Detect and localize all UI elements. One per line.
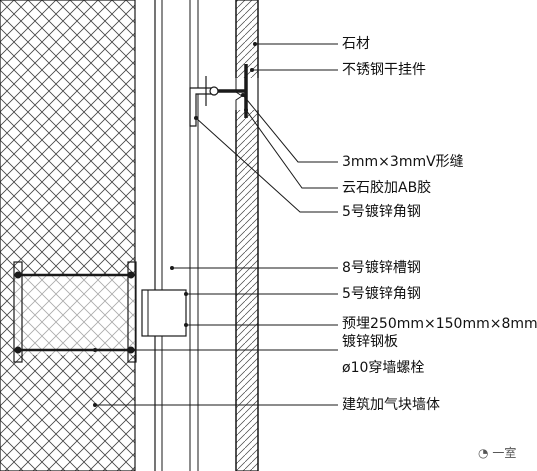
- label-through-bolt: ø10穿墙螺栓: [342, 360, 425, 376]
- label-glue: 云石胶加AB胶: [342, 180, 432, 196]
- label-angle-bottom: 5号镀锌角钢: [342, 286, 421, 302]
- watermark: ◔ 一室: [478, 444, 516, 461]
- label-embed-plate-1: 预埋250mm×150mm×8mm: [342, 316, 537, 332]
- embedded-plate-left: [13, 261, 23, 363]
- label-stone: 石材: [342, 36, 370, 52]
- angle-steel-top: [189, 87, 213, 127]
- label-wall: 建筑加气块墙体: [342, 397, 440, 413]
- label-v-groove: 3mm×3mmV形缝: [342, 154, 464, 170]
- embedded-plate-right: [127, 261, 137, 363]
- wechat-icon: ◔: [478, 446, 489, 460]
- bolt-band: [14, 275, 135, 355]
- label-angle-top: 5号镀锌角钢: [342, 204, 421, 220]
- watermark-text: 一室: [492, 446, 517, 460]
- label-hanger: 不锈钢干挂件: [342, 62, 426, 78]
- angle-steel-bottom: [141, 289, 187, 337]
- label-channel: 8号镀锌槽钢: [342, 260, 421, 276]
- label-embed-plate-2: 镀锌钢板: [342, 334, 398, 350]
- block-wall: [0, 0, 136, 471]
